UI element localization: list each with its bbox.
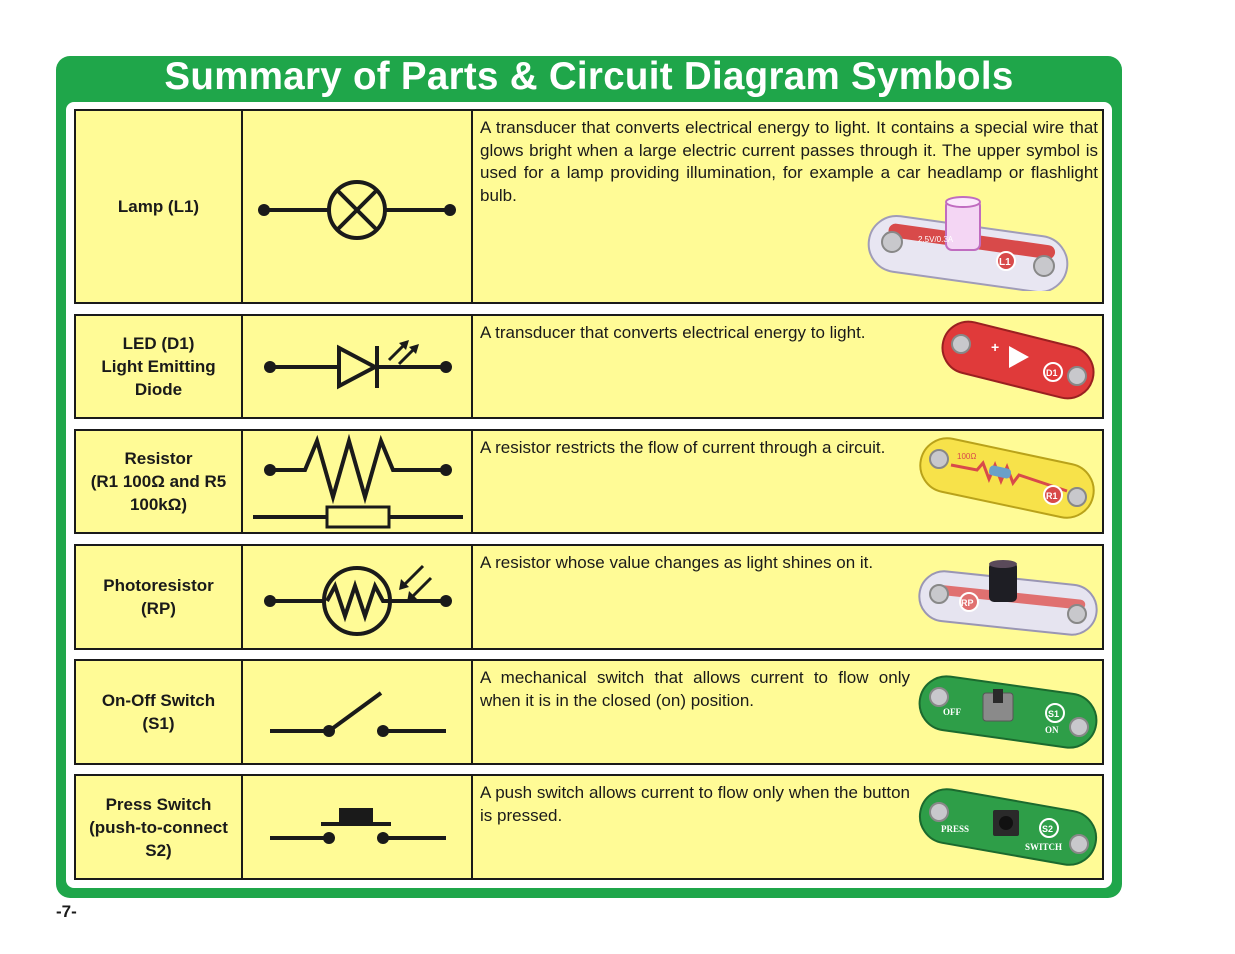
part-name: On-Off Switch (S1): [76, 661, 243, 763]
description-cell: A push switch allows current to flow onl…: [471, 776, 1102, 878]
table-row-press-switch: Press Switch (push-to-connect S2) A push…: [74, 774, 1104, 880]
resistor-symbol-icon: [253, 433, 463, 529]
lamp-part-icon: 2.5V/0.3A L1: [867, 196, 1069, 291]
switch-part-off: OFF: [943, 707, 961, 717]
symbol-cell: [243, 546, 473, 648]
press-switch-part-label: S2: [1042, 824, 1053, 834]
resistor-part-label: R1: [1046, 491, 1058, 501]
part-description: A resistor whose value changes as light …: [480, 553, 874, 572]
table-row-on-off-switch: On-Off Switch (S1) A mechanical switch t…: [74, 659, 1104, 765]
resistor-part-value: 100Ω: [957, 452, 976, 461]
table-row-lamp: Lamp (L1) A transducer that converts ele…: [74, 109, 1104, 304]
lamp-part-label: L1: [999, 257, 1011, 268]
led-symbol-icon: [264, 340, 452, 390]
description-cell: A mechanical switch that allows current …: [471, 661, 1102, 763]
part-name: Photoresistor (RP): [76, 546, 243, 648]
photoresistor-part-label: RP: [961, 598, 974, 608]
table-row-resistor: Resistor (R1 100Ω and R5 100kΩ) A resist…: [74, 429, 1104, 534]
part-name: Press Switch (push-to-connect S2): [76, 776, 243, 878]
description-cell: A resistor restricts the flow of current…: [471, 431, 1102, 532]
press-switch-part-icon: PRESS SWITCH S2: [918, 788, 1098, 866]
page-title: Summary of Parts & Circuit Diagram Symbo…: [164, 55, 1014, 98]
switch-part-on: ON: [1045, 725, 1059, 735]
led-part-plus: +: [991, 339, 999, 355]
symbol-cell: [243, 661, 473, 763]
description-cell: A transducer that converts electrical en…: [471, 111, 1102, 302]
press-switch-part-press: PRESS: [941, 824, 969, 834]
table-row-photoresistor: Photoresistor (RP) A resistor whose valu…: [74, 544, 1104, 650]
symbol-cell: [243, 776, 473, 878]
part-description: A mechanical switch that allows current …: [480, 668, 910, 710]
part-name: Resistor (R1 100Ω and R5 100kΩ): [76, 431, 243, 532]
led-part-label: D1: [1046, 368, 1058, 378]
part-description: A transducer that converts electrical en…: [480, 323, 866, 342]
description-cell: A transducer that converts electrical en…: [471, 316, 1102, 417]
part-name: LED (D1) Light Emitting Diode: [76, 316, 243, 417]
part-description: A resistor restricts the flow of current…: [480, 438, 886, 457]
symbol-cell: [243, 431, 473, 532]
switch-symbol-icon: [270, 691, 446, 737]
table-row-led: LED (D1) Light Emitting Diode A transduc…: [74, 314, 1104, 419]
lamp-part-rating: 2.5V/0.3A: [918, 235, 954, 244]
led-part-icon: + D1: [941, 320, 1095, 400]
resistor-part-icon: 100Ω R1: [919, 437, 1095, 519]
part-description: A transducer that converts electrical en…: [480, 118, 1098, 205]
symbol-cell: [243, 316, 473, 417]
page-number: -7-: [56, 902, 77, 921]
switch-part-icon: OFF ON S1: [918, 675, 1098, 749]
switch-part-label: S1: [1048, 709, 1059, 719]
photoresistor-part-icon: RP: [918, 560, 1098, 636]
press-switch-symbol-icon: [270, 808, 446, 844]
press-switch-part-switch: SWITCH: [1025, 842, 1062, 852]
symbol-cell: [243, 111, 473, 302]
lamp-symbol-icon: [258, 180, 456, 240]
part-name: Lamp (L1): [76, 111, 243, 302]
photoresistor-symbol-icon: [264, 564, 452, 636]
description-cell: A resistor whose value changes as light …: [471, 546, 1102, 648]
part-description: A push switch allows current to flow onl…: [480, 783, 910, 825]
